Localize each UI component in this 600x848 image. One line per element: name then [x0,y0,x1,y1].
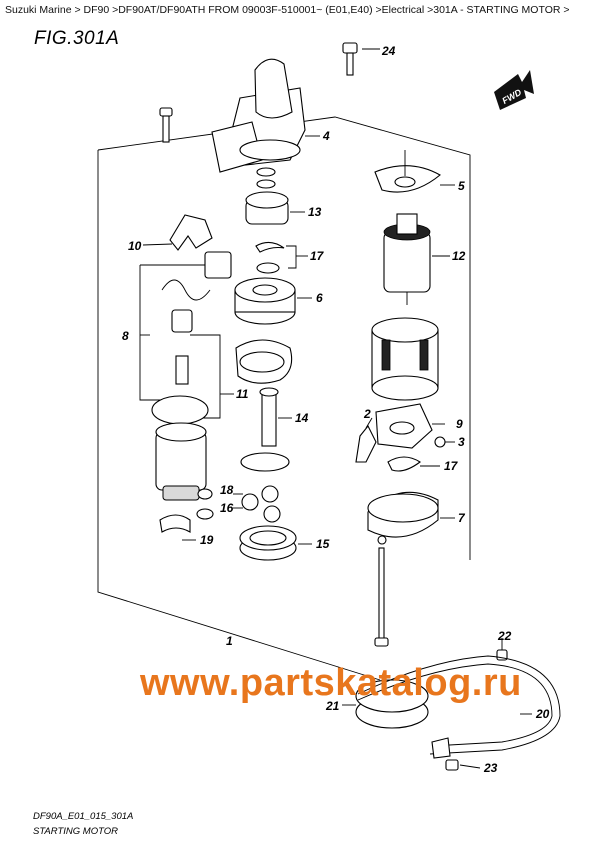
part-7-end-cover [367,491,455,545]
breadcrumb[interactable]: Suzuki Marine > DF90 >DF90AT/DF90ATH FRO… [5,4,570,16]
part-12-armature [383,213,450,305]
figure-title: FIG.301A [34,28,120,49]
part-8-solenoid-kit [139,251,232,401]
callout-22: 22 [497,629,512,643]
part-4-cover [211,58,320,173]
callout-14: 14 [295,411,309,425]
part-15-ring-gear [239,525,312,561]
part-19-clamp [159,514,196,541]
part-20-strap [357,655,561,759]
part-bolt-left [159,107,173,143]
callout-3: 3 [458,435,465,449]
part-17-clip [255,241,308,274]
part-1-solenoid [155,422,207,501]
figure-code: DF90A_E01_015_301A [33,811,134,822]
callout-19: 19 [200,533,214,547]
part-5-plate [374,150,455,193]
figure-caption: STARTING MOTOR [33,826,118,837]
part-9-brush-holder [355,403,455,472]
frame-left [97,150,381,681]
part-21-band [342,679,429,729]
part-through-bolt [374,547,389,647]
part-yoke [371,317,439,401]
part-16-gears [196,485,281,523]
watermark: www.partskatalog.ru [140,662,522,704]
part-ring-b [256,179,276,189]
part-23-bolt [445,759,481,771]
callout-10: 10 [128,239,142,253]
callout-24: 24 [381,44,396,58]
part-13-pinion [245,191,305,225]
part-6-housing [234,277,312,325]
callout-4: 4 [322,129,330,143]
part-24-bolt [342,42,380,76]
callout-15: 15 [316,537,330,551]
callout-11: 11 [236,387,249,401]
callout-5: 5 [458,179,465,193]
callout-8: 8 [122,329,129,343]
part-14-shaft [240,387,292,472]
part-10-lever [142,214,213,251]
callout-16: 16 [220,501,234,515]
callout-17a: 17 [310,249,325,263]
callout-17b: 17 [444,459,459,473]
fwd-arrow-icon: FWD [494,70,534,110]
callout-20: 20 [535,707,550,721]
part-ring-a [256,167,276,177]
callout-18: 18 [220,483,234,497]
callout-21: 21 [325,699,340,713]
callout-2: 2 [363,407,371,421]
callout-7: 7 [458,511,466,525]
callout-9: 9 [456,417,463,431]
callout-13: 13 [308,205,322,219]
part-11-gasket [151,334,293,425]
callout-1: 1 [226,634,233,648]
callout-12: 12 [452,249,466,263]
callout-23: 23 [483,761,498,775]
callout-6: 6 [316,291,323,305]
